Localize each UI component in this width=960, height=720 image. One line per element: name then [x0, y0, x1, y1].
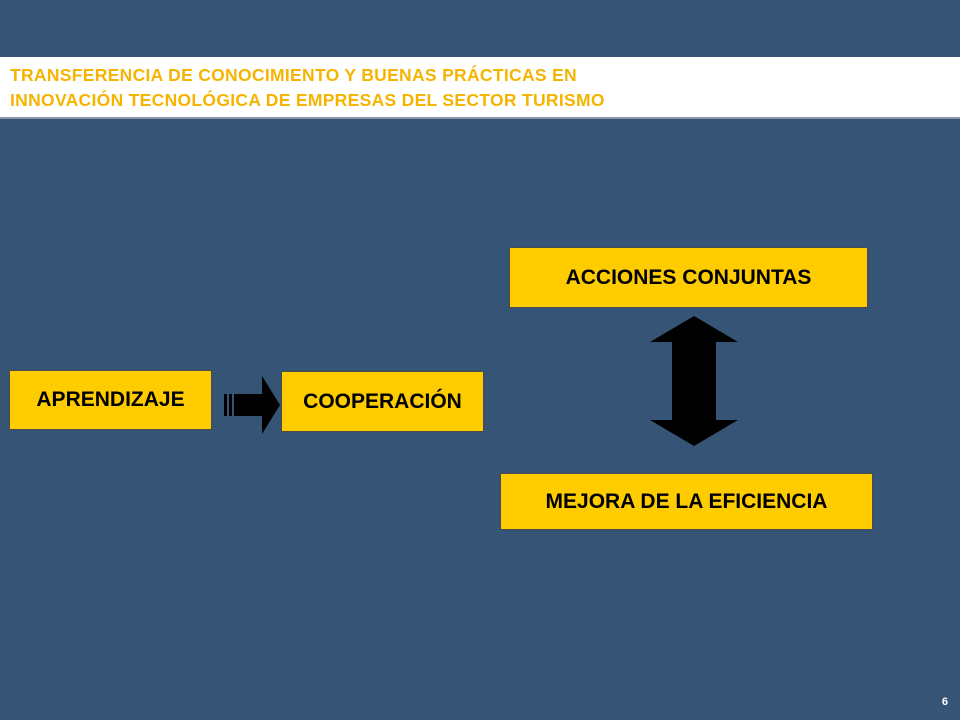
- slide-title-line-2: INNOVACIÓN TECNOLÓGICA DE EMPRESAS DEL S…: [10, 90, 605, 110]
- slide-title: TRANSFERENCIA DE CONOCIMIENTO Y BUENAS P…: [10, 63, 910, 113]
- page-number: 6: [941, 696, 948, 708]
- cooperacion-box: COOPERACIÓN: [281, 371, 484, 432]
- aprendizaje-box: APRENDIZAJE: [9, 370, 212, 430]
- acciones-conjuntas-label: ACCIONES CONJUNTAS: [565, 265, 812, 289]
- double-vertical-arrow-icon: [650, 316, 738, 446]
- mejora-eficiencia-label: MEJORA DE LA EFICIENCIA: [545, 489, 828, 513]
- aprendizaje-label: APRENDIZAJE: [36, 388, 185, 411]
- mejora-eficiencia-box: MEJORA DE LA EFICIENCIA: [500, 473, 873, 530]
- header-bar: [0, 57, 960, 119]
- cooperacion-label: COOPERACIÓN: [303, 389, 462, 413]
- right-arrow-icon: [224, 376, 280, 434]
- acciones-conjuntas-box: ACCIONES CONJUNTAS: [509, 247, 868, 308]
- slide-title-line-1: TRANSFERENCIA DE CONOCIMIENTO Y BUENAS P…: [10, 65, 577, 85]
